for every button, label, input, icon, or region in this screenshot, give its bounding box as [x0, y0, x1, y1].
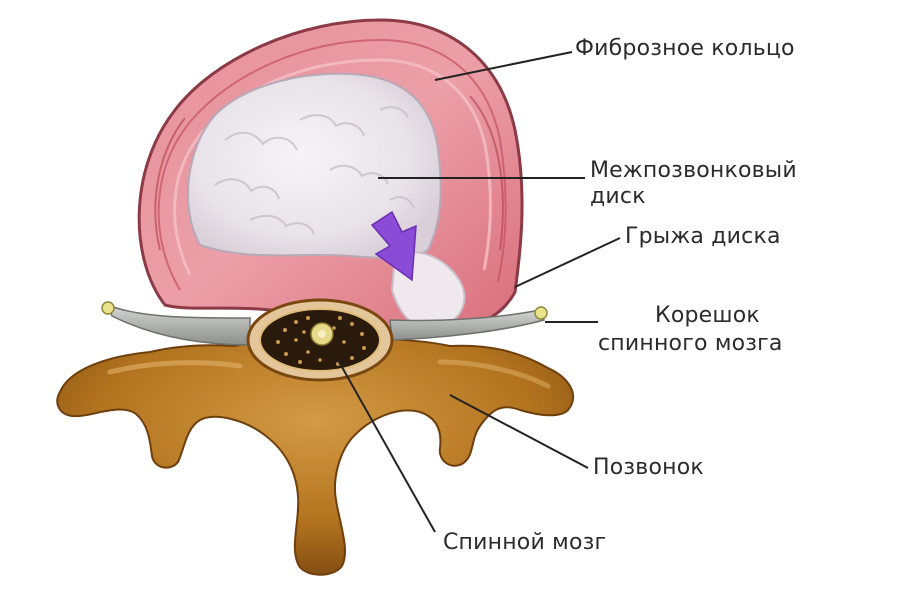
label-vertebra: Позвонок — [593, 455, 704, 480]
label-intervertebral-disc-line1: Межпозвонковый — [590, 158, 797, 183]
vertebra-highlight-right — [437, 359, 551, 389]
vertebra-highlight — [107, 360, 243, 375]
spinal-cord — [246, 298, 394, 382]
annulus-ring-1 — [157, 38, 507, 291]
label-intervertebral-disc-line2: диск — [590, 184, 646, 209]
nerve-root-right — [389, 309, 546, 341]
leader-line-vertebra — [449, 394, 589, 469]
vertebra-body-shape — [56, 336, 575, 576]
annulus-ring-3 — [154, 117, 186, 251]
leader-line-hernia — [514, 237, 621, 288]
spinal-cord-center-inner — [318, 330, 326, 338]
annulus-ring-4 — [469, 95, 504, 251]
spinal-cord-dots — [276, 316, 366, 366]
nerve-root-right-tip — [534, 306, 548, 320]
annulus-ring-2 — [173, 58, 492, 276]
leader-line-cord — [337, 359, 436, 533]
nucleus-pulposus — [187, 72, 442, 260]
leader-lines — [337, 51, 621, 533]
leader-line-annulus — [434, 51, 573, 81]
label-spinal-cord: Спинной мозг — [443, 530, 607, 555]
label-disc-herniation: Грыжа диска — [625, 224, 781, 249]
hernia-arrow-icon — [370, 210, 417, 282]
label-nerve-root-line2: спинного мозга — [598, 331, 783, 356]
label-nerve-root-line1: Корешок — [655, 303, 760, 328]
nerve-root-left-tip — [101, 301, 115, 315]
nerve-root-left — [106, 303, 251, 346]
vertebra — [56, 336, 575, 576]
label-annulus-fibrosus: Фиброзное кольцо — [575, 36, 795, 61]
nucleus-texture — [214, 106, 415, 235]
